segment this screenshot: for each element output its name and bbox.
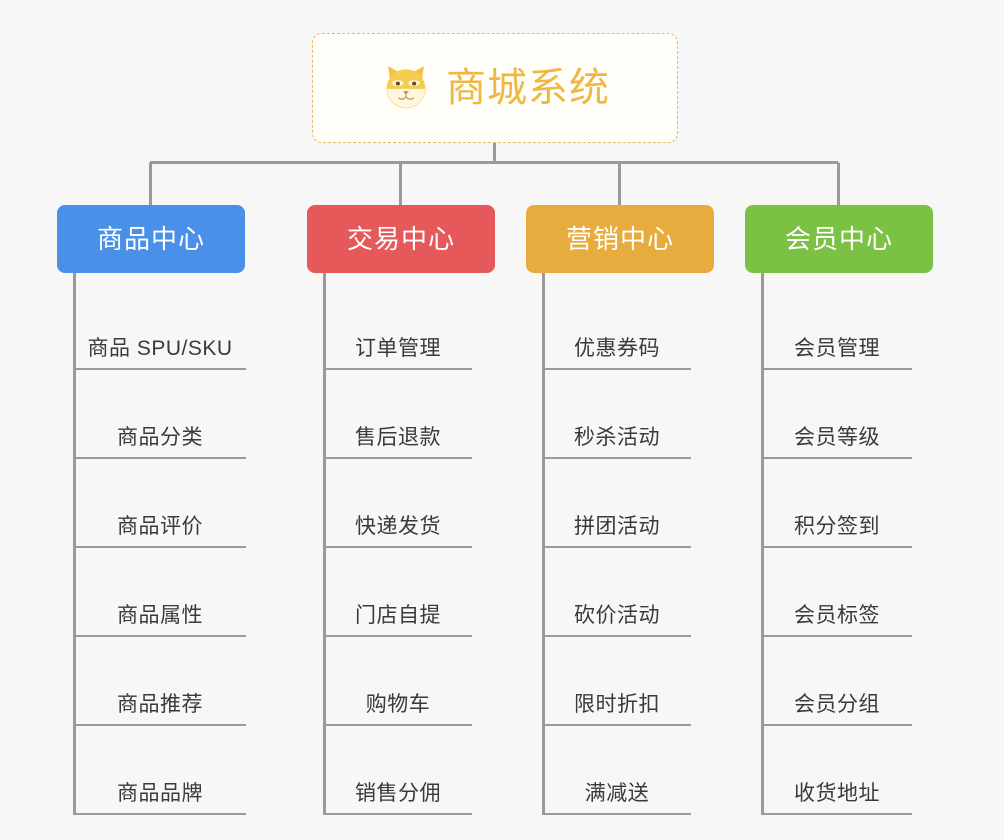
leaf-label: 满减送 bbox=[584, 781, 650, 805]
category-header-4[interactable]: 会员中心 bbox=[745, 205, 933, 273]
leaf-label: 收货地址 bbox=[794, 781, 880, 805]
leaf-label: 会员标签 bbox=[794, 603, 880, 627]
list-item[interactable]: 会员分组 bbox=[762, 637, 912, 726]
category-header-4-label: 会员中心 bbox=[784, 224, 893, 254]
list-item[interactable]: 秒杀活动 bbox=[543, 370, 691, 459]
leaf-label: 拼团活动 bbox=[574, 514, 660, 538]
leaf-label: 购物车 bbox=[365, 692, 431, 716]
leaf-label: 会员管理 bbox=[794, 336, 880, 360]
leaf-label: 会员分组 bbox=[794, 692, 880, 716]
list-item[interactable]: 订单管理 bbox=[324, 281, 472, 370]
leaf-label: 门店自提 bbox=[355, 603, 441, 627]
list-item[interactable]: 会员管理 bbox=[762, 281, 912, 370]
list-item[interactable]: 商品分类 bbox=[74, 370, 246, 459]
category-header-1[interactable]: 商品中心 bbox=[57, 205, 245, 273]
branch-column-1: 商品中心 商品 SPU/SKU 商品分类 商品评价 商品属性 商品推荐 商品品牌 bbox=[57, 205, 246, 815]
list-item[interactable]: 商品品牌 bbox=[74, 726, 246, 815]
leaf-list-3: 优惠券码 秒杀活动 拼团活动 砍价活动 限时折扣 满减送 bbox=[526, 273, 714, 815]
list-item[interactable]: 限时折扣 bbox=[543, 637, 691, 726]
leaf-label: 限时折扣 bbox=[574, 692, 660, 716]
list-item[interactable]: 商品 SPU/SKU bbox=[74, 281, 246, 370]
leaf-list-4: 会员管理 会员等级 积分签到 会员标签 会员分组 收货地址 bbox=[745, 273, 933, 815]
root-node[interactable]: 商城系统 bbox=[312, 33, 678, 143]
leaf-label: 商品推荐 bbox=[117, 692, 203, 716]
leaf-label: 订单管理 bbox=[355, 336, 441, 360]
leaf-label: 销售分佣 bbox=[355, 781, 441, 805]
trunk-line-4 bbox=[761, 273, 764, 815]
leaf-label: 商品品牌 bbox=[117, 781, 203, 805]
category-header-2-label: 交易中心 bbox=[346, 224, 455, 254]
trunk-line-1 bbox=[73, 273, 76, 815]
leaf-label: 商品 SPU/SKU bbox=[87, 336, 233, 360]
list-item[interactable]: 会员等级 bbox=[762, 370, 912, 459]
category-header-3-label: 营销中心 bbox=[565, 224, 674, 254]
category-header-1-label: 商品中心 bbox=[96, 224, 205, 254]
leaf-label: 秒杀活动 bbox=[574, 425, 660, 449]
list-item[interactable]: 商品属性 bbox=[74, 548, 246, 637]
list-item[interactable]: 会员标签 bbox=[762, 548, 912, 637]
list-item[interactable]: 优惠券码 bbox=[543, 281, 691, 370]
list-item[interactable]: 满减送 bbox=[543, 726, 691, 815]
leaf-label: 商品分类 bbox=[117, 425, 203, 449]
leaf-label: 售后退款 bbox=[355, 425, 441, 449]
list-item[interactable]: 商品推荐 bbox=[74, 637, 246, 726]
leaf-label: 砍价活动 bbox=[574, 603, 660, 627]
leaf-label: 积分签到 bbox=[794, 514, 880, 538]
leaf-label: 快递发货 bbox=[355, 514, 441, 538]
leaf-list-1: 商品 SPU/SKU 商品分类 商品评价 商品属性 商品推荐 商品品牌 bbox=[57, 273, 246, 815]
list-item[interactable]: 门店自提 bbox=[324, 548, 472, 637]
list-item[interactable]: 收货地址 bbox=[762, 726, 912, 815]
leaf-list-2: 订单管理 售后退款 快递发货 门店自提 购物车 销售分佣 bbox=[307, 273, 495, 815]
list-item[interactable]: 购物车 bbox=[324, 637, 472, 726]
leaf-label: 优惠券码 bbox=[574, 336, 660, 360]
trunk-line-2 bbox=[323, 273, 326, 815]
list-item[interactable]: 销售分佣 bbox=[324, 726, 472, 815]
list-item[interactable]: 砍价活动 bbox=[543, 548, 691, 637]
category-header-2[interactable]: 交易中心 bbox=[307, 205, 495, 273]
list-item[interactable]: 快递发货 bbox=[324, 459, 472, 548]
leaf-label: 商品评价 bbox=[117, 514, 203, 538]
shiba-dog-face-icon bbox=[386, 66, 426, 109]
category-header-3[interactable]: 营销中心 bbox=[526, 205, 714, 273]
trunk-line-3 bbox=[542, 273, 545, 815]
root-title: 商城系统 bbox=[446, 66, 610, 110]
list-item[interactable]: 商品评价 bbox=[74, 459, 246, 548]
branch-column-2: 交易中心 订单管理 售后退款 快递发货 门店自提 购物车 销售分佣 bbox=[307, 205, 495, 815]
list-item[interactable]: 积分签到 bbox=[762, 459, 912, 548]
leaf-label: 会员等级 bbox=[794, 425, 880, 449]
list-item[interactable]: 拼团活动 bbox=[543, 459, 691, 548]
branch-column-3: 营销中心 优惠券码 秒杀活动 拼团活动 砍价活动 限时折扣 满减送 bbox=[526, 205, 714, 815]
branch-column-4: 会员中心 会员管理 会员等级 积分签到 会员标签 会员分组 收货地址 bbox=[745, 205, 933, 815]
leaf-label: 商品属性 bbox=[117, 603, 203, 627]
list-item[interactable]: 售后退款 bbox=[324, 370, 472, 459]
